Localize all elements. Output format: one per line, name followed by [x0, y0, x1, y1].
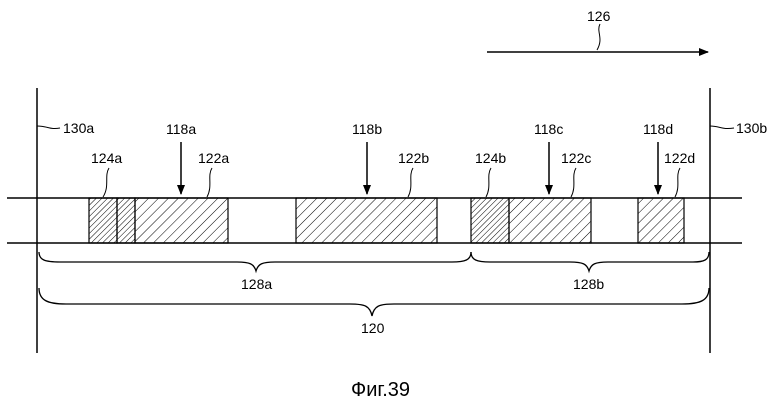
section-122c [509, 198, 591, 243]
section-label-124b: 124b [475, 150, 506, 166]
boundary-right-leader [710, 126, 734, 129]
boundary-right-label: 130b [736, 120, 767, 136]
direction-arrow-leader [597, 24, 600, 50]
section-label-122c: 122c [561, 150, 591, 166]
brace-128a [39, 252, 471, 271]
section-124a-2 [117, 198, 135, 243]
section-leader-124b [486, 168, 491, 197]
boundary-left-leader [37, 126, 60, 129]
brace-label-128a: 128a [241, 276, 272, 292]
section-122b [296, 198, 437, 243]
section-122a [135, 198, 228, 243]
section-label-122a: 122a [198, 150, 229, 166]
section-122d [638, 198, 684, 243]
direction-label: 126 [587, 8, 611, 24]
section-124b [471, 198, 509, 243]
section-label-122d: 122d [664, 150, 695, 166]
section-label-122b: 122b [398, 150, 429, 166]
section-label-124a: 124a [91, 150, 122, 166]
section-leader-122d [675, 168, 680, 197]
section-leader-122b [408, 168, 413, 197]
figure-caption: Фиг.39 [351, 379, 410, 401]
arrow-label-118a: 118a [166, 121, 196, 137]
brace-label-120: 120 [361, 320, 385, 336]
section-leader-122a [207, 168, 212, 197]
section-leader-124a [103, 168, 109, 197]
brace-128b [471, 252, 709, 271]
boundary-left-label: 130a [63, 120, 94, 136]
brace-120 [39, 288, 709, 316]
section-leader-122c [571, 168, 576, 197]
arrow-label-118b: 118b [352, 121, 382, 137]
arrow-label-118d: 118d [643, 121, 673, 137]
section-124a [89, 198, 117, 243]
brace-label-128b: 128b [573, 276, 604, 292]
arrow-label-118c: 118c [534, 121, 563, 137]
